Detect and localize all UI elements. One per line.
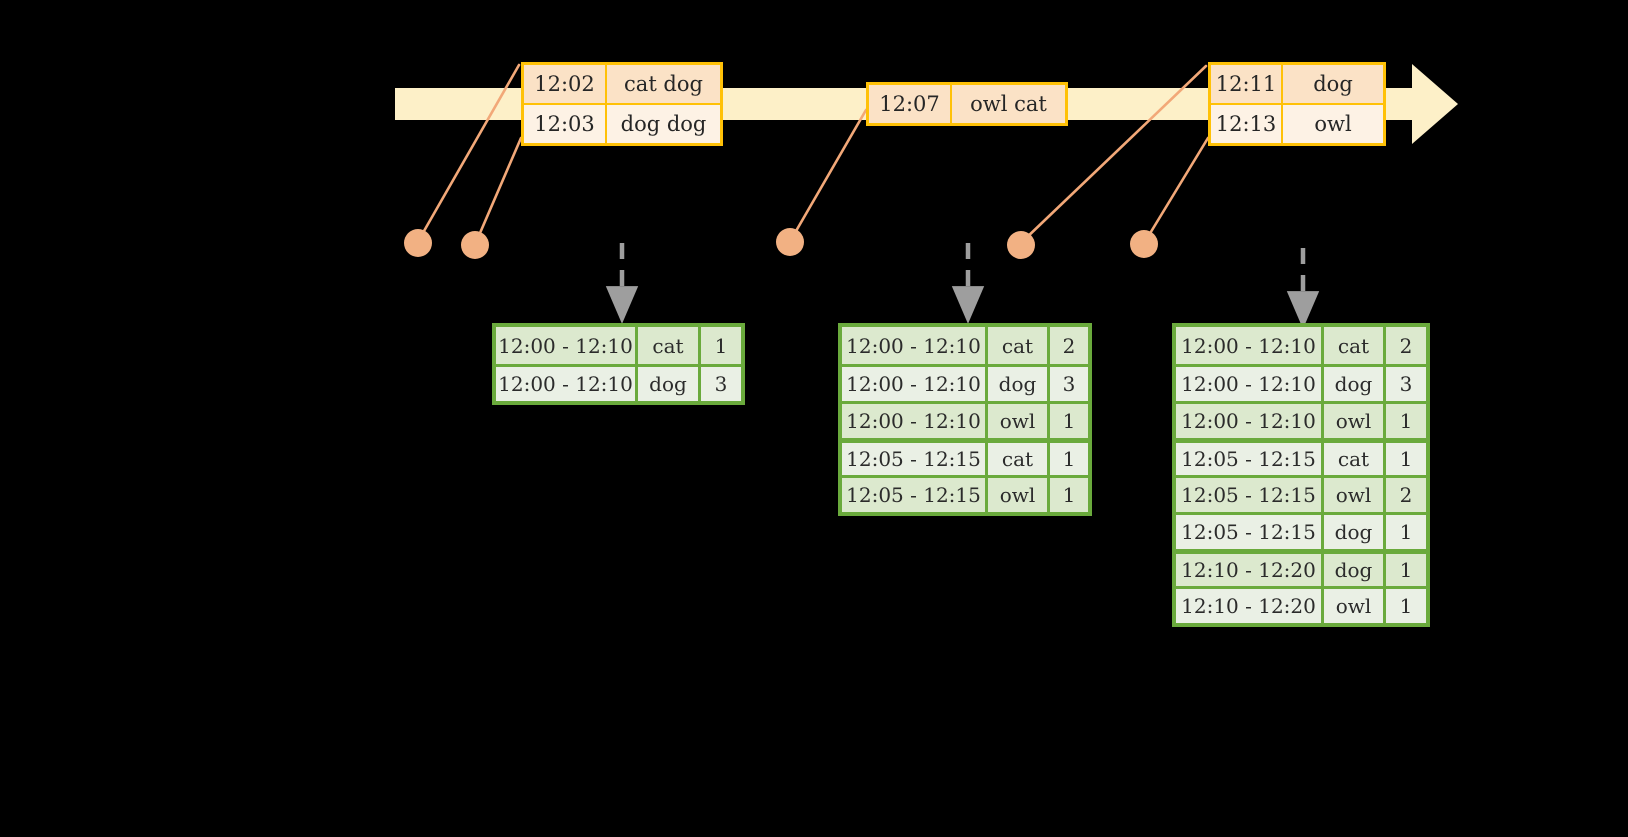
event-group-1: 12:02 cat dog 12:03 dog dog [521,62,723,146]
result-key: cat [988,438,1050,475]
event-time: 12:11 [1211,65,1283,103]
result-key: owl [988,401,1050,438]
result-key: dog [1324,512,1386,549]
result-count: 2 [1386,475,1426,512]
result-key: cat [638,327,701,364]
result-window: 12:00 - 12:10 [1176,364,1324,401]
event-dot-2 [461,231,489,259]
result-count: 1 [1386,586,1426,623]
result-key: dog [1324,364,1386,401]
event-dot-1 [404,229,432,257]
event-time: 12:03 [524,105,607,143]
result-window: 12:05 - 12:15 [842,438,988,475]
result-count: 1 [1386,401,1426,438]
event-dot-5 [1130,230,1158,258]
event-row: 12:07 owl cat [869,85,1065,123]
result-window: 12:05 - 12:15 [1176,475,1324,512]
event-group-2: 12:07 owl cat [866,82,1068,126]
result-count: 1 [1050,401,1088,438]
event-row: 12:02 cat dog [524,65,720,103]
result-key: dog [988,364,1050,401]
result-window: 12:00 - 12:10 [1176,401,1324,438]
result-window: 12:00 - 12:10 [842,364,988,401]
event-row: 12:03 dog dog [524,103,720,143]
result-key: owl [1324,586,1386,623]
result-window: 12:05 - 12:15 [1176,438,1324,475]
result-key: cat [988,327,1050,364]
event-value: dog [1313,72,1353,96]
result-count: 3 [1386,364,1426,401]
result-key: owl [1324,401,1386,438]
result-window: 12:05 - 12:15 [842,475,988,512]
event-time: 12:13 [1211,105,1283,143]
event-dot-3 [776,228,804,256]
result-count: 2 [1399,333,1413,358]
result-key: owl [1324,475,1386,512]
result-window: 12:00 - 12:10 [496,327,638,364]
event-dots [404,228,1158,259]
result-window: 12:05 - 12:15 [1176,512,1324,549]
event-value: dog dog [620,112,707,136]
event-time: 12:07 [869,85,952,123]
result-count: 1 [1386,512,1426,549]
result-window: 12:00 - 12:10 [842,401,988,438]
result-count: 2 [1062,333,1076,358]
result-count: 3 [1050,364,1088,401]
result-count: 1 [714,333,728,358]
result-key: cat [1324,438,1386,475]
result-count: 1 [1386,438,1426,475]
result-key: cat [1324,327,1386,364]
result-key: dog [638,364,701,401]
event-value: owl [1314,112,1352,136]
event-value: cat dog [624,72,703,96]
dashed-arrows [605,243,1320,329]
result-count: 1 [1050,438,1088,475]
result-count: 3 [701,364,741,401]
event-group-3: 12:11 dog 12:13 owl [1208,62,1386,146]
event-row: 12:13 owl [1211,103,1383,143]
result-window: 12:00 - 12:10 [1176,327,1324,364]
result-count: 1 [1386,549,1426,586]
event-row: 12:11 dog [1211,65,1383,103]
event-time: 12:02 [524,65,607,103]
result-count: 1 [1050,475,1088,512]
result-key: dog [1324,549,1386,586]
result-window: 12:00 - 12:10 [496,364,638,401]
event-dot-4 [1007,231,1035,259]
event-value: owl cat [970,92,1047,116]
result-window: 12:00 - 12:10 [842,327,988,364]
result-window: 12:10 - 12:20 [1176,549,1324,586]
result-window: 12:10 - 12:20 [1176,586,1324,623]
result-key: owl [988,475,1050,512]
